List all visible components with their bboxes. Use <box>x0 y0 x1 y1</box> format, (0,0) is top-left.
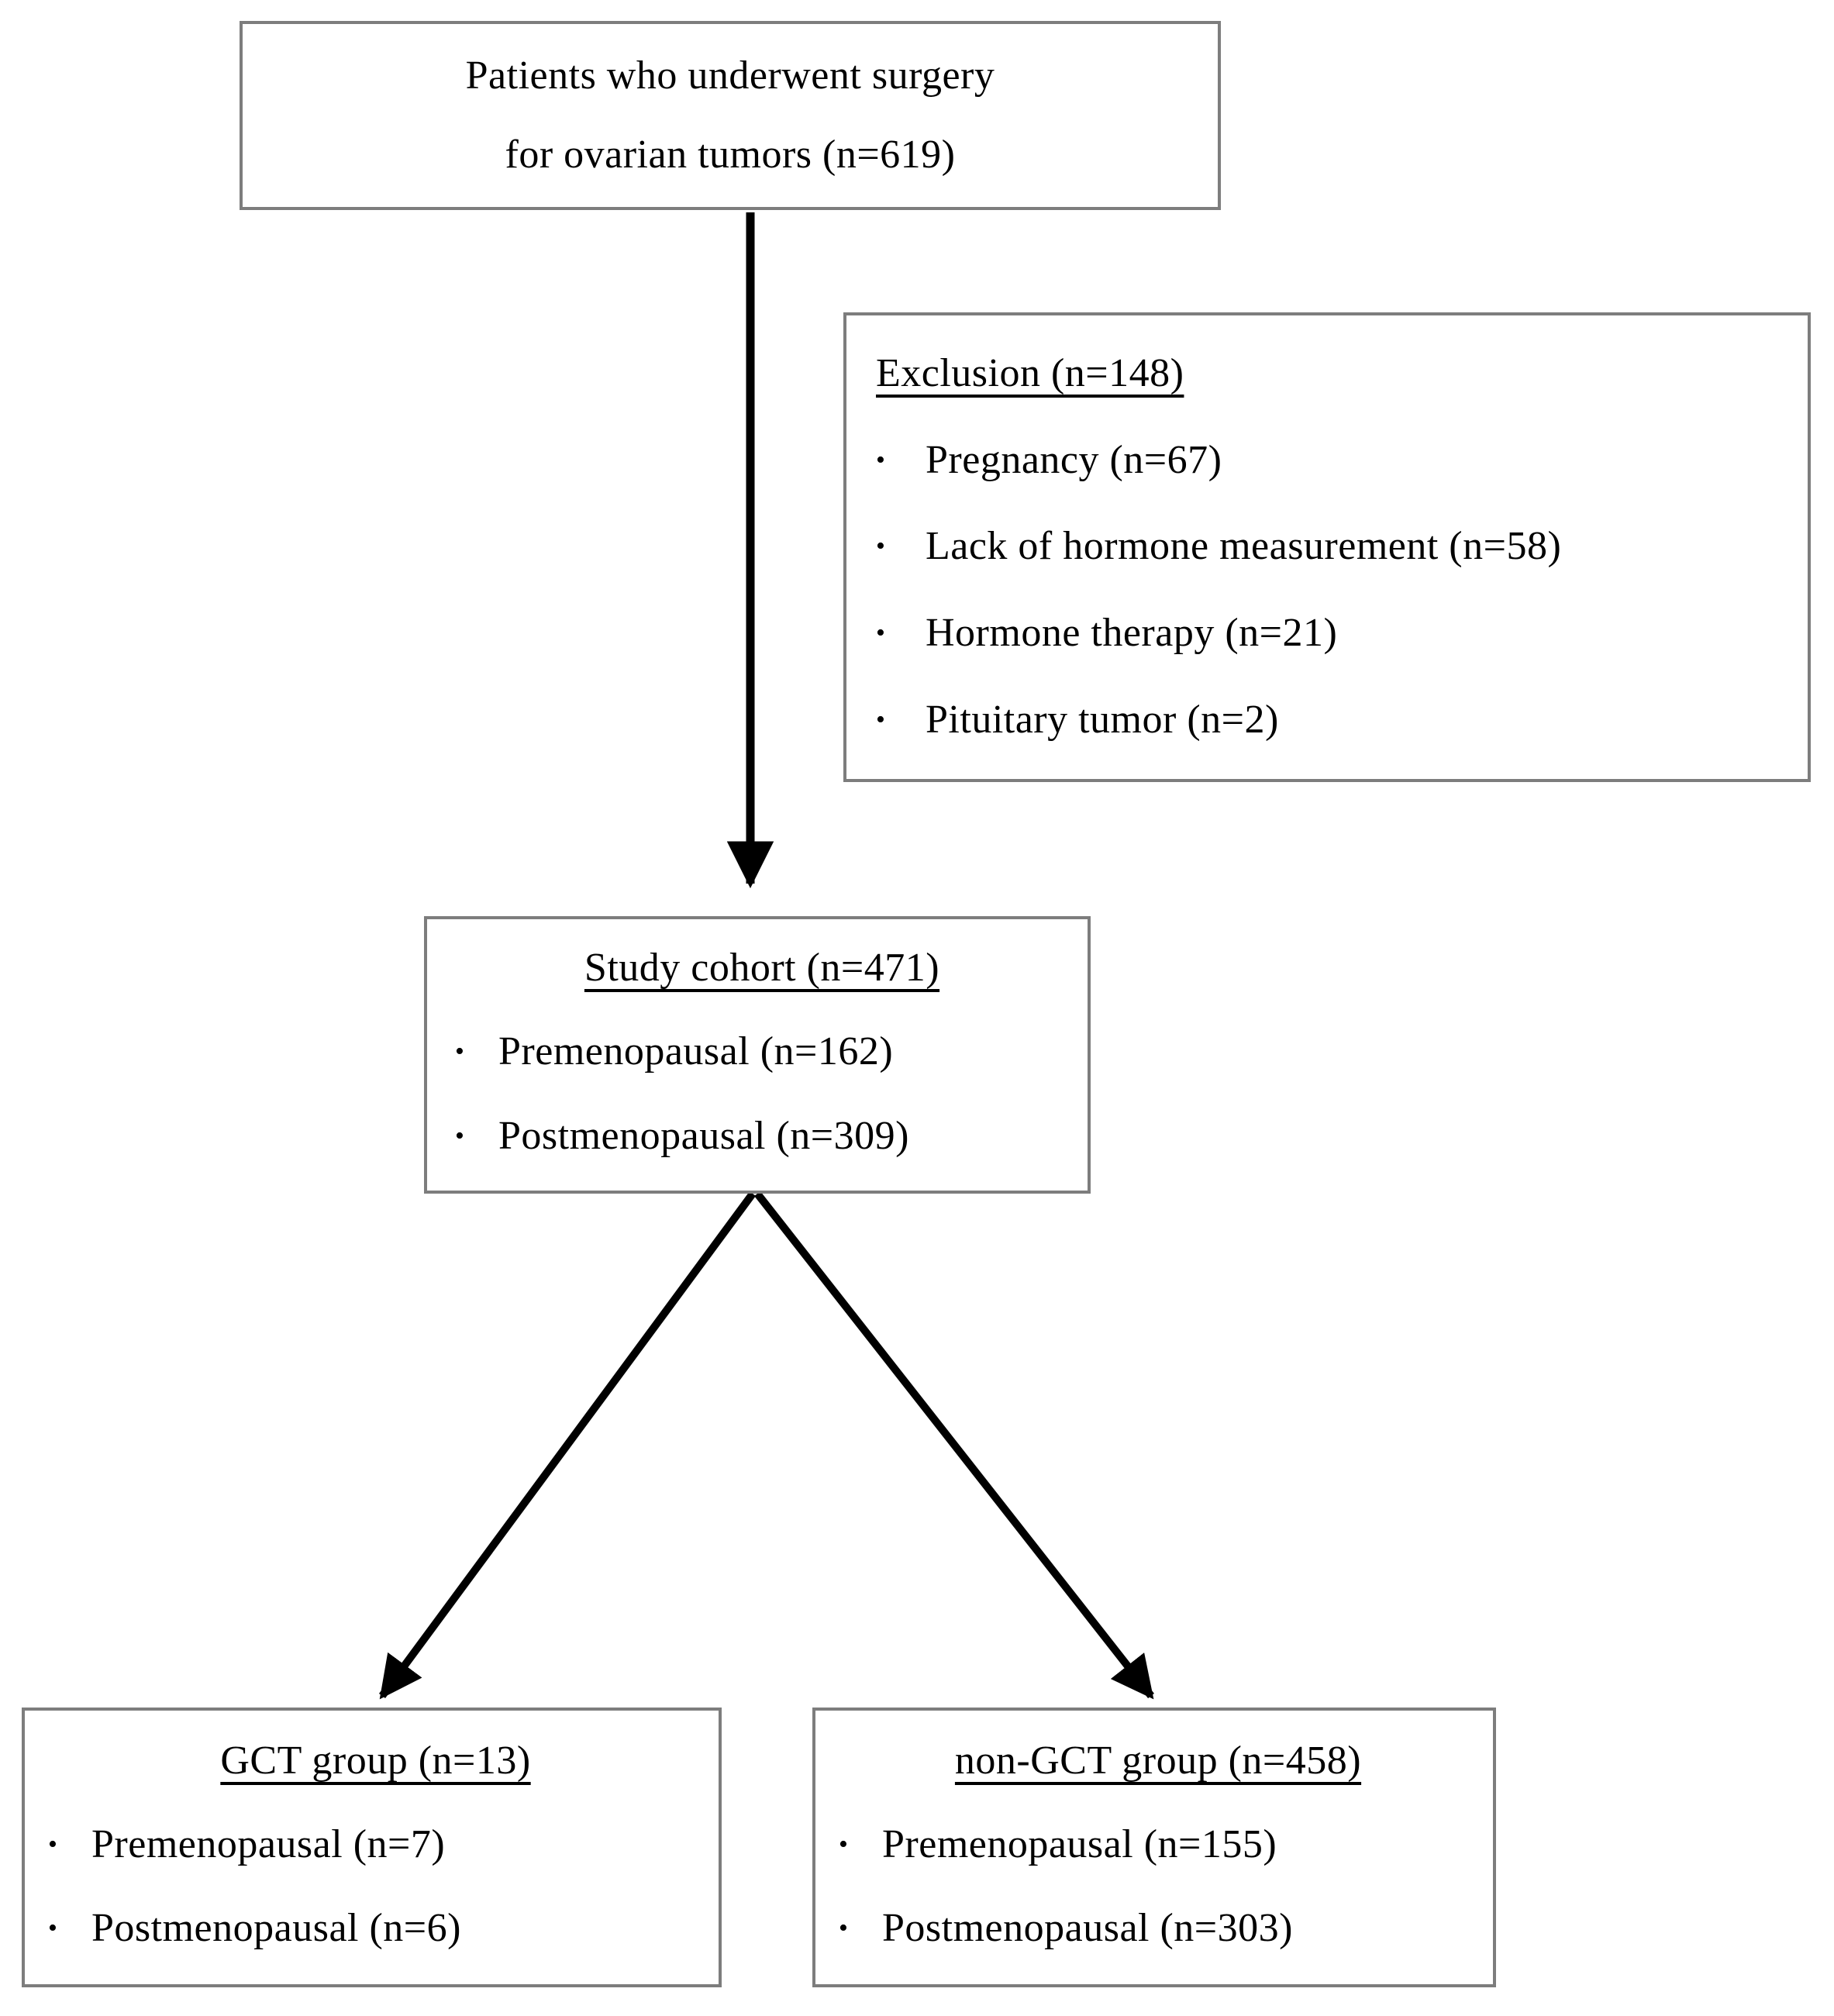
list-item: • Pituitary tumor (n=2) <box>876 696 1784 743</box>
arrow-to-non-gct-group <box>754 1191 1154 1700</box>
exclusion-item-pituitary-tumor: Pituitary tumor (n=2) <box>926 697 1279 742</box>
bullet-icon: • <box>48 1913 58 1942</box>
list-item: • Hormone therapy (n=21) <box>876 609 1784 656</box>
exclusion-item-hormone-therapy: Hormone therapy (n=21) <box>926 610 1338 655</box>
exclusion-title: Exclusion (n=148) <box>876 351 1184 395</box>
list-item: • Lack of hormone measurement (n=58) <box>876 522 1784 570</box>
surgery-patients-box: Patients who underwent surgery for ovari… <box>240 21 1221 210</box>
study-cohort-box: Study cohort (n=471) • Premenopausal (n=… <box>424 916 1091 1194</box>
bullet-icon: • <box>455 1037 465 1067</box>
non-gct-item-premenopausal: Premenopausal (n=155) <box>882 1821 1277 1866</box>
list-item: • Pregnancy (n=67) <box>876 436 1784 484</box>
gct-group-box: GCT group (n=13) • Premenopausal (n=7) •… <box>22 1708 722 1987</box>
arrow-to-gct-group <box>378 1191 757 1700</box>
gct-group-title: GCT group (n=13) <box>220 1739 531 1783</box>
bullet-icon: • <box>876 445 886 474</box>
non-gct-group-box: non-GCT group (n=458) • Premenopausal (n… <box>812 1708 1496 1987</box>
cohort-item-premenopausal: Premenopausal (n=162) <box>498 1029 894 1074</box>
bullet-icon: • <box>839 1913 849 1942</box>
list-item: • Postmenopausal (n=303) <box>839 1904 1477 1952</box>
exclusion-item-pregnancy: Pregnancy (n=67) <box>926 437 1222 482</box>
gct-item-premenopausal: Premenopausal (n=7) <box>91 1821 446 1866</box>
cohort-item-postmenopausal: Postmenopausal (n=309) <box>498 1113 909 1158</box>
bullet-icon: • <box>876 618 886 647</box>
list-item: • Premenopausal (n=155) <box>839 1821 1477 1868</box>
surgery-box-line2: for ovarian tumors (n=619) <box>505 133 956 177</box>
list-item: • Premenopausal (n=7) <box>48 1821 703 1868</box>
list-item: • Postmenopausal (n=309) <box>455 1112 1069 1160</box>
bullet-icon: • <box>455 1121 465 1150</box>
exclusion-item-lack-of-hormone: Lack of hormone measurement (n=58) <box>926 524 1562 569</box>
list-item: • Postmenopausal (n=6) <box>48 1904 703 1952</box>
non-gct-group-title: non-GCT group (n=458) <box>954 1739 1362 1783</box>
bullet-icon: • <box>876 532 886 561</box>
surgery-box-line1: Patients who underwent surgery <box>465 53 995 98</box>
bullet-icon: • <box>876 705 886 734</box>
exclusion-box: Exclusion (n=148) • Pregnancy (n=67) • L… <box>843 312 1811 782</box>
bullet-icon: • <box>48 1829 58 1859</box>
bullet-icon: • <box>839 1829 849 1859</box>
list-item: • Premenopausal (n=162) <box>455 1028 1069 1075</box>
non-gct-item-postmenopausal: Postmenopausal (n=303) <box>882 1905 1293 1950</box>
study-cohort-title: Study cohort (n=471) <box>584 946 940 990</box>
gct-item-postmenopausal: Postmenopausal (n=6) <box>91 1905 461 1950</box>
